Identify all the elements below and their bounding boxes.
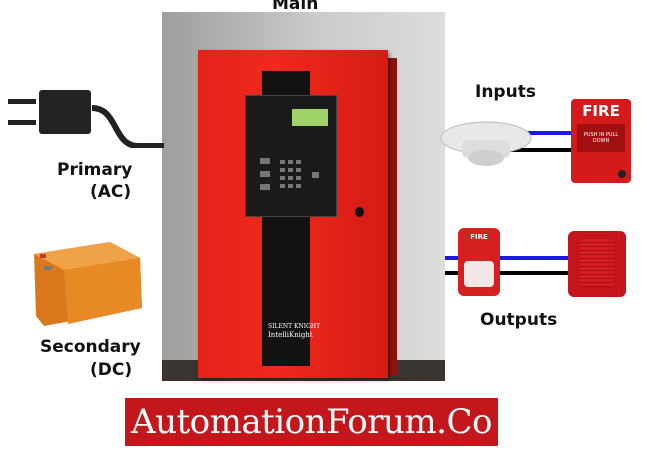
secondary-label: Secondary [40,337,141,357]
main-label: Main [272,0,319,14]
panel-lock [355,207,364,217]
pull-station-fire-text: FIRE [582,102,620,120]
horn-strobe: FIRE [458,228,500,296]
battery-icon [34,242,142,326]
alarm-horn [568,231,626,297]
primary-sub-label: (AC) [90,182,132,202]
power-plug-icon [8,90,164,148]
pull-station-instruction: PUSH IN PULL DOWN [583,132,619,144]
inputs-label: Inputs [475,82,536,102]
panel-brand-text: SILENT KNIGHT IntelliKnight [268,323,321,339]
primary-label: Primary [57,160,133,180]
cabinet-side [385,58,397,376]
smoke-detector-icon [440,121,532,166]
panel-lcd-display [292,109,328,126]
output-wire-blue [445,256,569,260]
outputs-label: Outputs [480,310,558,330]
strobe-fire-text: FIRE [470,233,488,241]
manual-pull-station: FIRE PUSH IN PULL DOWN [571,99,631,183]
output-wire-black [445,271,569,275]
watermark-banner: AutomationForum.Co [125,398,498,446]
secondary-sub-label: (DC) [90,360,133,380]
input-wire-black [505,148,575,152]
